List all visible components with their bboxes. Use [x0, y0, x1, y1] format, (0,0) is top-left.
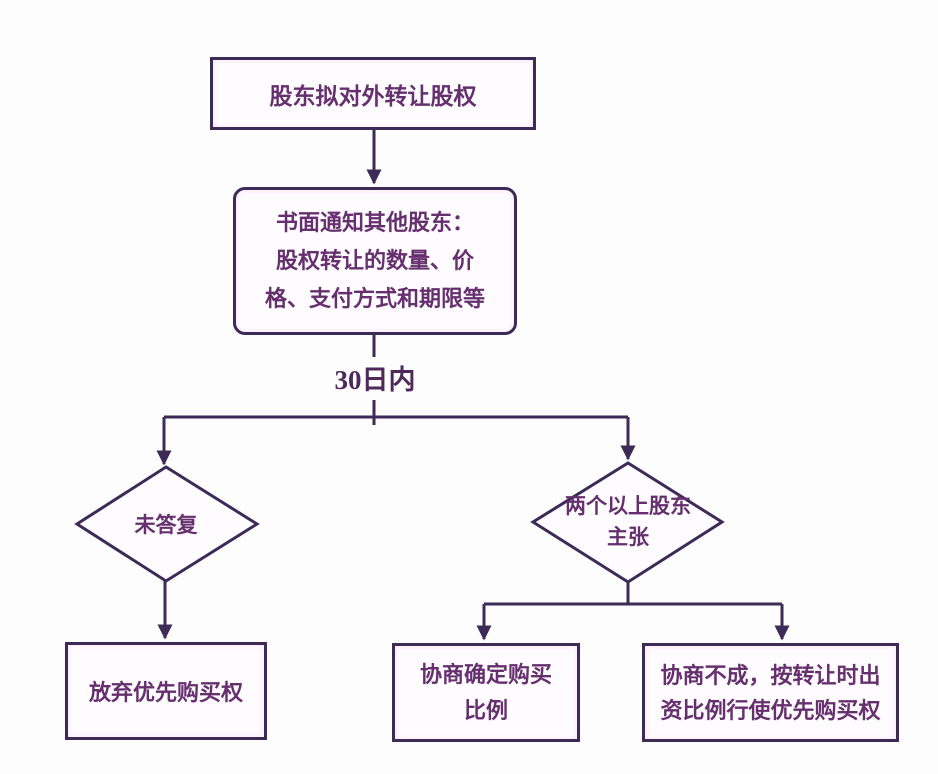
decision-diamond-no-reply: 未答复: [86, 494, 246, 554]
written-notice-line1: 书面通知其他股东：: [275, 210, 474, 235]
no-agreement-line2: 资比例行使优先购买权: [660, 697, 881, 723]
transfer-intent-label: 股东拟对外转让股权: [269, 83, 477, 109]
process-box-written-notice: 书面通知其他股东： 股权转让的数量、价 格、支付方式和期限等: [233, 187, 517, 335]
process-box-no-agreement: 协商不成，按转让时出 资比例行使优先购买权: [642, 643, 899, 742]
decision-diamond-multi-claim-shape: [530, 461, 725, 584]
process-box-waive-right: 放弃优先购买权: [65, 642, 267, 740]
negotiate-ratio-line1: 协商确定购买: [419, 661, 552, 687]
negotiate-ratio-line2: 比例: [463, 697, 508, 723]
waive-right-label: 放弃优先购买权: [88, 680, 243, 705]
label-30-days: 30日内: [298, 354, 452, 400]
decision-diamond-multiple-shareholders: 两个以上股东 主张: [538, 488, 718, 556]
no-agreement-line1: 协商不成，按转让时出: [660, 662, 881, 688]
multiple-shareholders-line2: 主张: [607, 525, 649, 549]
decision-diamond-no-reply-shape: [74, 465, 260, 583]
process-box-transfer-intent: 股东拟对外转让股权: [210, 57, 536, 130]
written-notice-line3: 格、支付方式和期限等: [264, 286, 485, 311]
deadline-label: 30日内: [334, 364, 416, 395]
written-notice-line2: 股权转让的数量、价: [275, 248, 474, 273]
no-reply-label: 未答复: [134, 513, 198, 537]
multiple-shareholders-line1: 两个以上股东: [565, 494, 691, 518]
process-box-negotiate-ratio: 协商确定购买 比例: [392, 643, 580, 742]
